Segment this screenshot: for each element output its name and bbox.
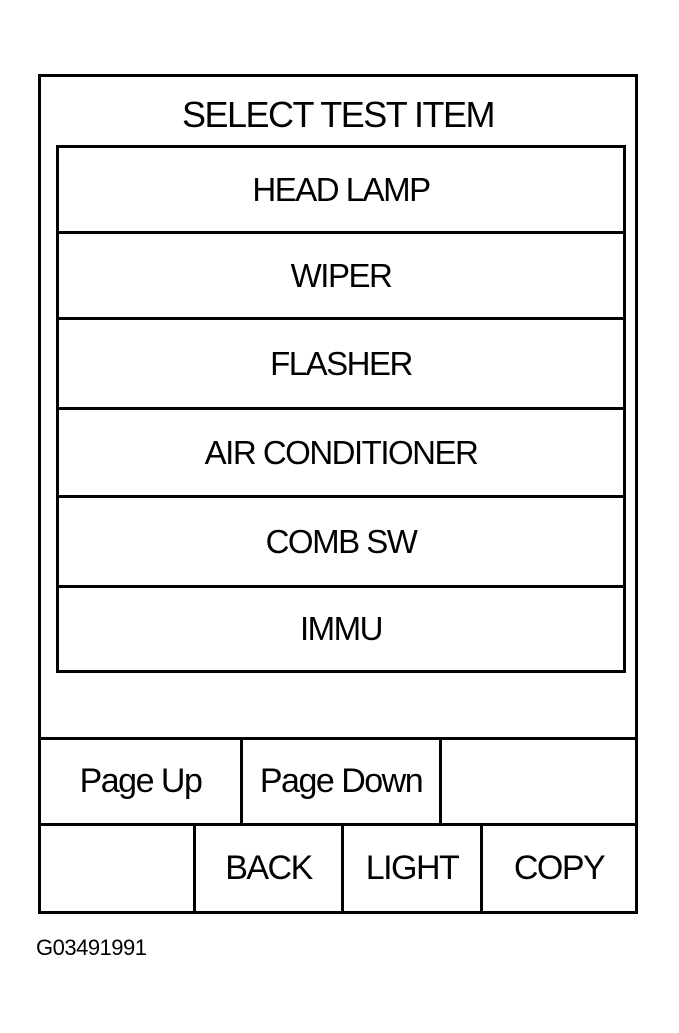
- blank-nav-button[interactable]: [442, 740, 635, 823]
- back-button[interactable]: BACK: [196, 826, 344, 911]
- nav-button-row: Page Up Page Down: [41, 737, 635, 823]
- blank-function-button[interactable]: [41, 826, 196, 911]
- test-item-immu[interactable]: IMMU: [300, 610, 383, 647]
- test-item-wiper[interactable]: WIPER: [59, 234, 623, 320]
- test-item-air-conditioner[interactable]: AIR CONDITIONER: [59, 410, 623, 498]
- tester-screen: SELECT TEST ITEM HEAD LAMP WIPER FLASHER…: [38, 74, 638, 914]
- test-item-list: HEAD LAMP WIPER FLASHER AIR CONDITIONER …: [56, 145, 626, 673]
- copy-button[interactable]: COPY: [513, 849, 606, 887]
- function-button-row: BACK LIGHT COPY: [41, 823, 635, 911]
- screen-title: SELECT TEST ITEM: [181, 94, 496, 135]
- page-down-button[interactable]: Page Down: [243, 740, 442, 823]
- figure-caption: G03491991: [36, 935, 147, 960]
- test-item-flasher[interactable]: FLASHER: [59, 320, 623, 410]
- test-item-comb-sw[interactable]: COMB SW: [59, 498, 623, 588]
- test-item-head-lamp[interactable]: HEAD LAMP: [59, 148, 623, 234]
- light-button[interactable]: LIGHT: [344, 826, 483, 911]
- page-up-button[interactable]: Page Up: [41, 740, 243, 823]
